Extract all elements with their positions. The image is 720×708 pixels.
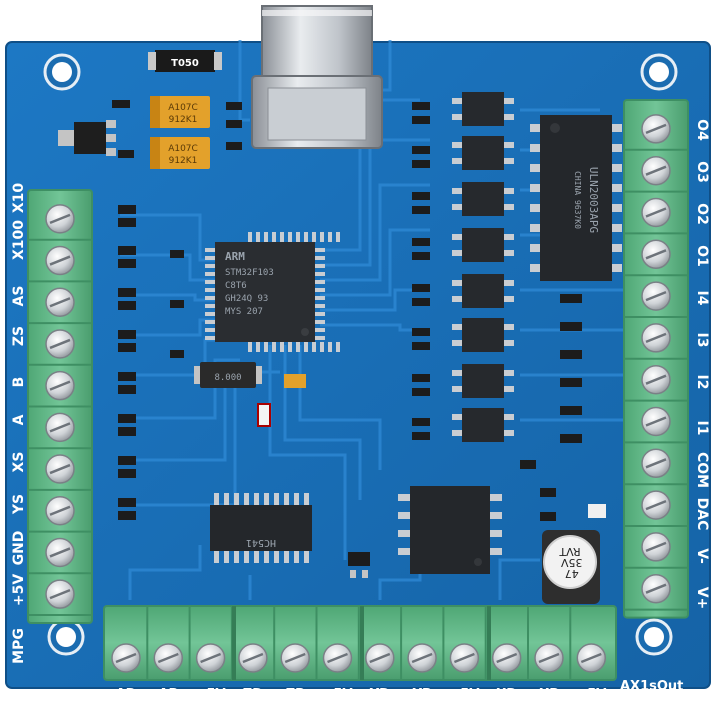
- svg-text:ULN2003APG: ULN2003APG: [587, 167, 600, 233]
- bottom-label-5: +5V: [323, 687, 353, 702]
- usb-b-connector: [251, 5, 383, 149]
- svg-text:912K1: 912K1: [169, 115, 198, 125]
- bottom-silkscreen-labels: AD AP +5V ZD ZP +5V YD YP +5V XD XP +5V: [116, 687, 607, 702]
- svg-text:C8T6: C8T6: [225, 281, 247, 291]
- corner-label: AX1sOut: [620, 679, 683, 694]
- hc541-buffer-ic: HC541: [210, 493, 312, 563]
- bottom-label-4: ZP: [286, 687, 305, 702]
- left-label-as: AS: [11, 286, 27, 307]
- right-label-o4: O4: [694, 119, 710, 141]
- sot23-transistor: [348, 552, 370, 578]
- optocoupler-6: [412, 318, 514, 352]
- crystal-oscillator: 8.000: [194, 362, 262, 388]
- pcb-body: [6, 42, 710, 688]
- tantalum-capacitor-2: A107C 912K1: [150, 137, 210, 169]
- resistor-code: T050: [171, 58, 199, 69]
- optocoupler-7: [412, 364, 514, 398]
- small-tantalum: [284, 374, 306, 388]
- right-label-i3: I3: [694, 333, 710, 348]
- right-label-i2: I2: [694, 375, 710, 390]
- svg-text:8.000: 8.000: [214, 373, 241, 383]
- bottom-label-1: AP: [159, 687, 179, 702]
- optocoupler-1: [412, 92, 514, 126]
- left-label-mpg: MPG: [11, 628, 27, 664]
- right-label-o3: O3: [694, 161, 710, 183]
- left-label-xs: XS: [11, 452, 27, 473]
- bottom-label-11: +5V: [576, 687, 606, 702]
- svg-text:CHINA 9637K0: CHINA 9637K0: [573, 171, 582, 229]
- svg-text:GH24Q 93: GH24Q 93: [225, 294, 268, 304]
- voltage-regulator: [58, 120, 116, 156]
- right-label-dac: DAC: [694, 498, 710, 531]
- terminal-block-left: [27, 189, 93, 624]
- smd-passives-top: [112, 100, 242, 158]
- svg-text:MYS 207: MYS 207: [225, 307, 263, 317]
- left-label-a: A: [11, 414, 27, 425]
- mcu-brand: ARM: [225, 250, 245, 263]
- bottom-label-2: +5V: [196, 687, 226, 702]
- right-label-o2: O2: [694, 203, 710, 225]
- top-resistor: T050: [148, 50, 222, 72]
- bottom-label-10: XP: [539, 687, 559, 702]
- right-resistor-array: [520, 294, 606, 521]
- optocoupler-5: [412, 274, 514, 308]
- optocoupler-8: [412, 408, 514, 442]
- bottom-label-7: YP: [412, 687, 432, 702]
- right-label-v: V+: [694, 587, 710, 610]
- optocoupler-array: [412, 92, 514, 442]
- svg-text:HC541: HC541: [246, 537, 276, 548]
- left-label-x10: X10: [11, 183, 27, 214]
- svg-text:STM32F103: STM32F103: [225, 268, 274, 278]
- bottom-label-3: ZD: [243, 687, 263, 702]
- left-label-5v: +5V: [11, 574, 27, 606]
- uln2003-driver-ic: ULN2003APG CHINA 9637K0: [530, 115, 622, 281]
- terminal-block-bottom: [103, 605, 617, 681]
- optocoupler-3: [412, 182, 514, 216]
- bottom-label-9: XD: [496, 687, 517, 702]
- left-label-ys: YS: [11, 494, 27, 515]
- bottom-label-6: YD: [369, 687, 390, 702]
- svg-text:47 35V RVT: 47 35V RVT: [557, 545, 582, 580]
- bottom-label-0: AD: [116, 687, 137, 702]
- bottom-label-8: +5V: [449, 687, 479, 702]
- right-label-o1: O1: [694, 245, 710, 267]
- tantalum-capacitor-1: A107C 912K1: [150, 96, 210, 128]
- mounting-holes: [43, 53, 678, 656]
- dac-op-amp-ic: [398, 486, 502, 574]
- optocoupler-2: [412, 136, 514, 170]
- right-label-i1: I1: [694, 421, 710, 436]
- right-label-v: V-: [694, 548, 710, 564]
- electrolytic-capacitor: 47 35V RVT: [542, 530, 600, 604]
- left-label-gnd: GND: [11, 531, 27, 566]
- arm-microcontroller: ARM STM32F103 C8T6 GH24Q 93 MYS 207: [205, 232, 340, 352]
- svg-text:912K1: 912K1: [169, 156, 198, 166]
- optocoupler-4: [412, 228, 514, 262]
- right-label-com: COM: [694, 452, 710, 488]
- left-label-b: B: [11, 377, 27, 388]
- left-label-zs: ZS: [11, 326, 27, 346]
- left-resistor-array: [118, 205, 184, 520]
- svg-text:A107C: A107C: [168, 103, 198, 113]
- svg-text:A107C: A107C: [168, 144, 198, 154]
- left-label-x100: X100: [11, 220, 27, 260]
- led: [257, 403, 271, 427]
- right-label-i4: I4: [694, 291, 710, 306]
- terminal-block-right: [623, 99, 689, 619]
